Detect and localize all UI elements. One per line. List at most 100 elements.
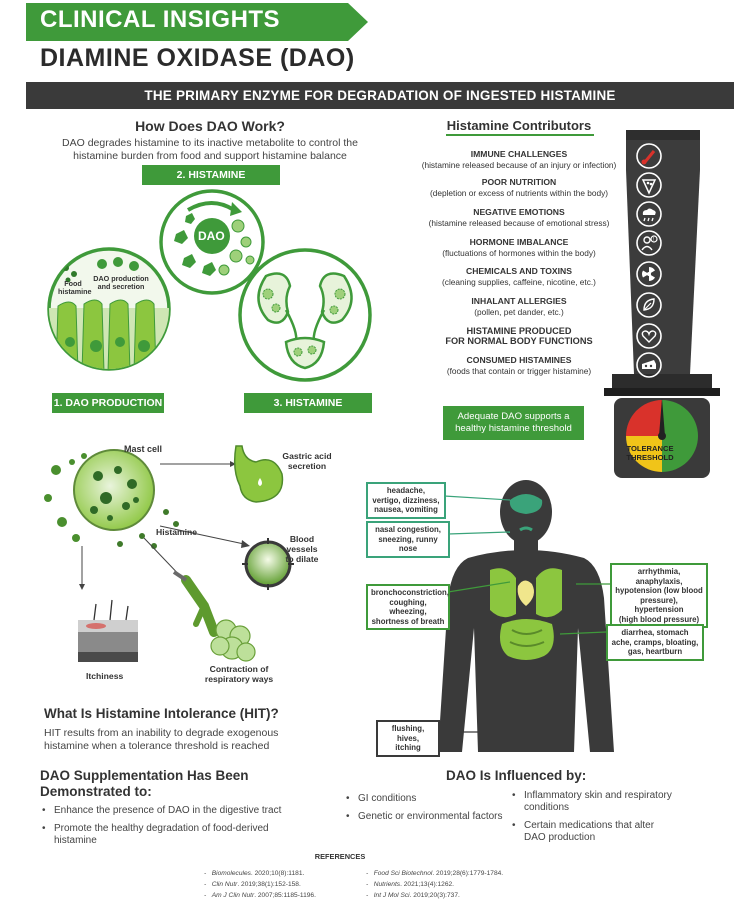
tolerance-threshold-label: TOLERANCE THRESHOLD: [626, 444, 674, 462]
adequate-dao-box: Adequate DAO supports a healthy histamin…: [443, 406, 584, 440]
hit-heading: What Is Histamine Intolerance (HIT)?: [44, 706, 279, 721]
blood-line1: Blood: [289, 534, 315, 544]
reference-item: - Int J Mol Sci. 2019;20(3):737.: [366, 892, 460, 899]
how-line1: DAO degrades histamine to its inactive m…: [62, 137, 358, 149]
tolerance-line2: THRESHOLD: [626, 453, 674, 462]
header-title: CLINICAL INSIGHTS: [40, 6, 281, 33]
influenced-item: GI conditions: [344, 793, 514, 805]
contraction-line1: Contraction of: [209, 664, 269, 674]
head-line3: nausea, vomiting: [374, 505, 438, 514]
ref-rest: . 2019;28(6):1779-1784.: [432, 870, 504, 877]
how-heading: How Does DAO Work?: [135, 118, 285, 134]
supp-item: Enhance the presence of DAO in the diges…: [40, 805, 330, 817]
gastric-line2: secretion: [287, 460, 327, 471]
histamine-label: Histamine: [156, 527, 198, 537]
contributor-emotions: NEGATIVE EMOTIONS(histamine released bec…: [404, 207, 634, 228]
heart-icon: [636, 323, 662, 354]
food-histamine-label: Food histamine: [58, 280, 92, 296]
supp-heading: DAO Supplementation Has Been Demonstrate…: [40, 768, 249, 800]
gut-line3: gas, heartburn: [627, 647, 683, 656]
body-connector-lines: [443, 495, 610, 733]
contrib-desc: (foods that contain or trigger histamine…: [446, 366, 592, 376]
step-histamine-excretion: 3. HISTAMINE EXCRETION: [244, 393, 372, 429]
contrib-title: NEGATIVE EMOTIONS: [473, 207, 565, 217]
contributors-underline: [446, 134, 594, 136]
influenced-line2: DAO production: [524, 832, 596, 843]
produced-line1: HISTAMINE PRODUCED: [466, 326, 572, 336]
nose-line2: sneezing, runny nose: [378, 534, 438, 554]
food-label-line2: histamine: [58, 287, 92, 296]
header-banner: [26, 3, 368, 41]
influenced-heading: DAO Is Influenced by:: [446, 768, 587, 783]
hit-line1: HIT results from an inability to degrade…: [44, 727, 279, 739]
reference-item: - Am J Clin Nutr. 2007;85:1185-1196.: [204, 892, 316, 899]
supp-list: Enhance the presence of DAO in the diges…: [40, 805, 330, 853]
storm-cloud-icon: [636, 201, 662, 232]
gastric-line1: Gastric acid: [282, 451, 332, 461]
influenced-line2: conditions: [524, 802, 570, 813]
contrib-desc: (fluctuations of hormones within the bod…: [442, 248, 596, 258]
person-alert-icon: !: [636, 230, 662, 261]
adequate-line1: Adequate DAO supports a: [457, 411, 570, 422]
lungs-line1: bronchoconstriction,: [371, 588, 449, 597]
supp-heading-line1: DAO Supplementation Has Been: [40, 768, 249, 783]
contrib-title: CHEMICALS AND TOXINS: [466, 266, 572, 276]
contrib-desc: (histamine released because of emotional…: [428, 218, 610, 228]
reference-item: - Biomolecules. 2020;10(8):1181.: [204, 870, 305, 877]
ref-rest: . 2021;13(4):1262.: [400, 881, 454, 888]
adequate-line2: healthy histamine threshold: [455, 423, 572, 434]
supp-item-line1: Promote the healthy degradation of food-…: [54, 823, 269, 834]
ref-rest: . 2019;20(3):737.: [409, 892, 460, 899]
heart-line4: (high blood pressure): [618, 614, 700, 624]
step-histamine-metabolism: 2. HISTAMINE METABOLISM: [142, 165, 280, 201]
skin-line1: flushing, hives,: [391, 724, 425, 743]
pizza-icon: [636, 172, 662, 203]
header-subtitle: DIAMINE OXIDASE (DAO): [40, 44, 355, 72]
ref-rest: . 2007;85:1185-1196.: [254, 892, 316, 899]
contrib-desc: (pollen, pet dander, etc.): [474, 307, 564, 317]
ref-journal: Food Sci Biotechnol: [373, 870, 433, 877]
contrib-title: CONSUMED HISTAMINES: [466, 355, 572, 365]
thermometer-icon: [636, 143, 662, 174]
contributor-chemicals: CHEMICALS AND TOXINS(cleaning supplies, …: [404, 266, 634, 287]
mast-cell-label: Mast cell: [124, 444, 163, 454]
blood-line2: vessels: [286, 544, 318, 554]
symptom-heart: arrhythmia, anaphylaxis, hypotension (lo…: [610, 563, 708, 628]
influenced-item: Genetic or environmental factors: [344, 811, 514, 823]
gut-line1: diarrhea, stomach: [621, 628, 689, 637]
ref-journal: Biomolecules: [211, 870, 251, 877]
nose-line1: nasal congestion,: [375, 525, 441, 534]
contributor-produced: HISTAMINE PRODUCED FOR NORMAL BODY FUNCT…: [404, 326, 634, 346]
dao-production-label: DAO production and secretion: [88, 275, 154, 291]
influenced-list-right: Inflammatory skin and respiratoryconditi…: [510, 790, 710, 850]
references-left: - Biomolecules. 2020;10(8):1181. - Clin …: [204, 868, 316, 901]
reference-item: - Food Sci Biotechnol. 2019;28(6):1779-1…: [366, 870, 504, 877]
contributors-heading: Histamine Contributors: [446, 118, 592, 133]
heart-line3: pressure), hypertension: [634, 595, 684, 615]
symptom-gut: diarrhea, stomach ache, cramps, bloating…: [606, 624, 704, 661]
tolerance-line1: TOLERANCE: [626, 444, 674, 453]
influenced-list-left: GI conditions Genetic or environmental f…: [344, 793, 514, 829]
body-silhouette-illustration: [438, 480, 614, 752]
reference-item: - Nutrients. 2021;13(4):1262.: [366, 881, 454, 888]
gastric-label: Gastric acid secretion: [278, 451, 336, 471]
step-dao-production: 1. DAO PRODUCTION: [52, 393, 164, 413]
skin-line2: itching: [395, 743, 421, 752]
contributor-inhalant: INHALANT ALLERGIES(pollen, pet dander, e…: [404, 296, 634, 317]
contrib-title: HORMONE IMBALANCE: [469, 237, 569, 247]
dao-production-illustration: [47, 247, 171, 371]
contrib-desc: (histamine released because of an injury…: [421, 160, 617, 170]
ref-journal: Int J Mol Sci: [373, 892, 410, 899]
radiation-icon: [636, 261, 662, 292]
leaf-icon: [636, 292, 662, 323]
cheese-icon: [636, 352, 662, 383]
blood-line3: to dilate: [285, 554, 319, 564]
produced-line2: FOR NORMAL BODY FUNCTIONS: [445, 336, 593, 346]
contributor-hormone: HORMONE IMBALANCE(fluctuations of hormon…: [404, 237, 634, 258]
contrib-desc: (cleaning supplies, caffeine, nicotine, …: [442, 277, 596, 287]
svg-text:!: !: [653, 237, 654, 243]
tagline: THE PRIMARY ENZYME FOR DEGRADATION OF IN…: [144, 88, 616, 103]
blood-vessels-label: Blood vessels to dilate: [282, 534, 322, 564]
kidneys-excretion-illustration: [238, 248, 372, 382]
